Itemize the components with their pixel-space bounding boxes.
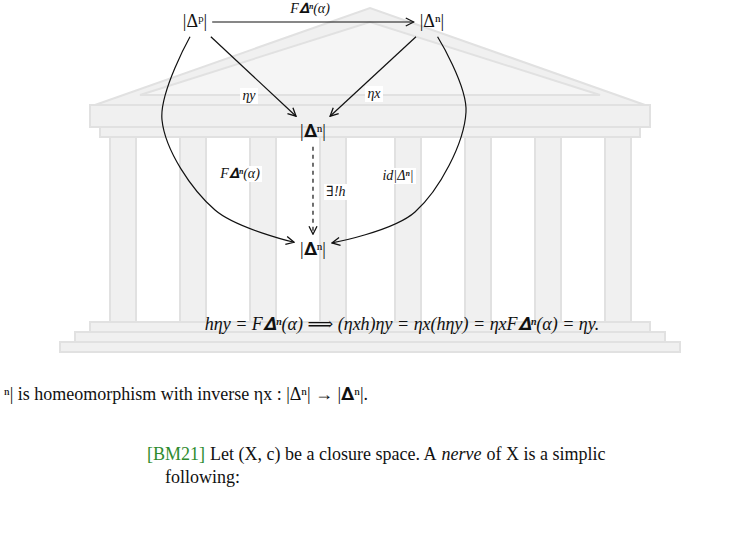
morphism-arrow: [312, 147, 313, 234]
morphism-arrow: [212, 21, 414, 22]
column: [110, 137, 136, 322]
morphism-arrow: [332, 37, 466, 243]
pediment-inner: [140, 22, 600, 95]
object-label: |𝚫ⁿ|: [300, 121, 326, 143]
morphism-label: F𝚫ⁿ(α): [288, 1, 332, 18]
morphism-arrow: [211, 37, 296, 116]
step: [60, 342, 680, 352]
equation: hηy = F𝚫ⁿ(α) ⟹ (ηxh)ηy = ηx(hηy) = ηxF𝚫ⁿ…: [205, 314, 600, 336]
morphism-label: ηx: [365, 86, 382, 103]
object-label: |Δⁿ|: [420, 11, 444, 33]
citation: [BM21]: [147, 444, 205, 466]
object-node: |𝚫ⁿ|: [297, 119, 329, 145]
body-text: ⁿ| is homeomorphism with inverse ηx : |Δ…: [4, 384, 368, 406]
morphism-arrow: [162, 37, 294, 242]
column: [605, 137, 631, 322]
column: [180, 137, 206, 322]
body-text: following:: [165, 467, 240, 489]
column: [320, 137, 346, 322]
object-node: |Δᵖ|: [180, 9, 210, 35]
object-label: |𝚫ⁿ|: [300, 239, 326, 261]
column: [395, 137, 421, 322]
object-node: |𝚫ⁿ|: [297, 237, 329, 263]
pediment: [95, 8, 645, 105]
body-text: nerve: [441, 444, 481, 466]
morphism-label: ηy: [240, 88, 257, 105]
body-text: Let (X, c) be a closure space. A: [210, 444, 436, 466]
morphism-label: ∃!h: [324, 184, 347, 201]
frieze: [100, 127, 640, 137]
morphism-arrow: [330, 37, 416, 116]
body-text: of X is a simplic: [486, 444, 605, 466]
column: [465, 137, 491, 322]
entablature: [90, 105, 650, 127]
morphism-label: id|Δⁿ|: [380, 168, 415, 185]
object-node: |Δⁿ|: [417, 9, 447, 35]
column: [535, 137, 561, 322]
object-label: |Δᵖ|: [183, 11, 207, 33]
morphism-label: F𝚫ⁿ(α): [218, 166, 262, 183]
